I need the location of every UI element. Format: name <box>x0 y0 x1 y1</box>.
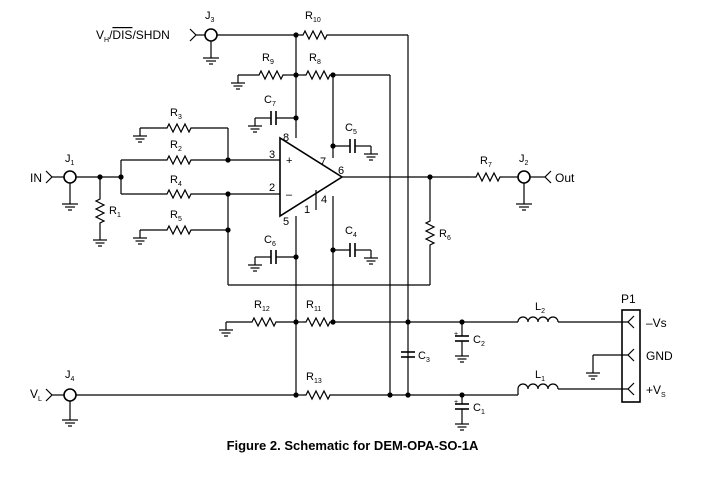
capacitor-c6 <box>247 250 296 272</box>
capacitor-c5 <box>333 139 379 161</box>
r2-label: R2 <box>170 139 182 153</box>
c1-plus-mark: + <box>454 399 458 406</box>
capacitor-c2 <box>454 322 470 363</box>
resistor-r6 <box>425 177 435 285</box>
c7-label: C7 <box>264 94 276 108</box>
r13-label: R13 <box>306 371 322 385</box>
r1-label: R1 <box>109 205 121 219</box>
j1-label: J1 <box>65 153 75 167</box>
r4-label: R4 <box>170 174 182 188</box>
inductor-l1 <box>517 383 628 395</box>
r6-label: R6 <box>439 228 451 242</box>
opamp-pin-5: 5 <box>283 216 289 228</box>
opamp-pin-1: 1 <box>304 204 310 216</box>
resistor-r8 <box>296 70 391 395</box>
r7-label: R7 <box>480 155 492 169</box>
p1-label: P1 <box>621 292 636 306</box>
resistor-r11 <box>296 317 518 327</box>
gnd-label: GND <box>646 349 673 363</box>
c6-label: C6 <box>264 234 276 248</box>
opamp-pin-2: 2 <box>269 182 275 194</box>
in-connector <box>45 160 122 211</box>
j3-label: J3 <box>205 10 215 24</box>
l1-label: L1 <box>535 369 545 383</box>
opamp-pin-7: 7 <box>320 156 326 168</box>
vh-input-connector <box>189 28 296 65</box>
resistor-r13 <box>296 390 518 400</box>
resistor-r7 <box>470 172 518 182</box>
r12-label: R12 <box>254 299 270 313</box>
op-amp <box>228 136 470 322</box>
resistor-r12 <box>218 317 296 337</box>
j2-label: J2 <box>519 153 529 167</box>
resistor-r9 <box>230 70 296 90</box>
resistor-r10 <box>296 30 409 395</box>
capacitor-c7 <box>247 111 296 133</box>
c1-label: C1 <box>473 402 485 416</box>
capacitor-c3 <box>401 351 415 358</box>
opamp-pin-6: 6 <box>338 165 344 177</box>
l2-label: L2 <box>535 301 545 315</box>
c2-plus-mark: + <box>454 331 458 338</box>
r5-label: R5 <box>170 209 182 223</box>
opamp-pin-8: 8 <box>283 132 289 144</box>
opamp-pin-4: 4 <box>321 194 327 206</box>
terminal-block-p1 <box>621 309 641 403</box>
capacitor-c1 <box>454 395 470 431</box>
vl-label: VL <box>30 387 42 403</box>
opamp-minus-sign: – <box>286 189 293 201</box>
r9-label: R9 <box>262 52 274 66</box>
out-connector <box>515 170 552 211</box>
figure-caption: Figure 2. Schematic for DEM-OPA-SO-1A <box>226 438 479 453</box>
r3-label: R3 <box>170 107 182 121</box>
c3-label: C3 <box>418 350 430 364</box>
resistor-r4 <box>121 189 228 199</box>
in-label: IN <box>30 171 42 185</box>
resistor-r5 <box>132 194 229 285</box>
vh-label: VH/DIS/SHDN <box>96 28 170 44</box>
resistor-r3 <box>132 123 229 160</box>
vl-input-connector <box>45 388 296 427</box>
r8-label: R8 <box>309 52 321 66</box>
resistor-r2 <box>121 155 228 165</box>
neg-supply-label: –Vs <box>646 316 667 330</box>
resistor-r1 <box>92 177 108 247</box>
j4-label: J4 <box>65 369 75 383</box>
r11-label: R11 <box>306 299 321 313</box>
c5-label: C5 <box>345 122 357 136</box>
c2-label: C2 <box>473 334 485 348</box>
opamp-plus-sign: + <box>286 155 292 167</box>
r10-label: R10 <box>305 10 321 24</box>
out-label: Out <box>555 171 575 185</box>
inductor-l2 <box>517 316 628 323</box>
c4-label: C4 <box>345 225 357 239</box>
pos-supply-label: +VS <box>646 383 666 399</box>
opamp-pin-3: 3 <box>269 149 275 161</box>
capacitor-c4 <box>333 243 379 265</box>
